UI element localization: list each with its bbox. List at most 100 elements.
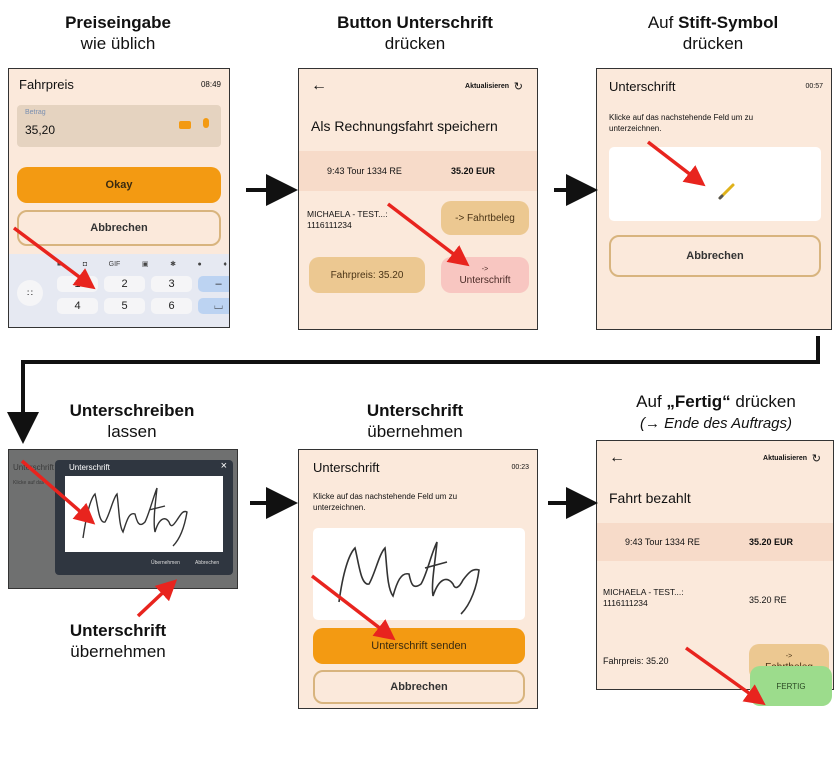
cancel-button[interactable]: Abbrechen (17, 210, 221, 246)
instruction-line2: unterzeichnen. (609, 124, 662, 133)
okay-button[interactable]: Okay (17, 167, 221, 203)
screen-heading: Als Rechnungsfahrt speichern (311, 118, 498, 134)
signature-pad[interactable] (609, 147, 821, 221)
key-4[interactable]: 4 (57, 298, 98, 314)
caption-step4: Unterschreiben lassen (22, 400, 242, 442)
send-signature-button[interactable]: Unterschrift senden (313, 628, 525, 664)
caption-step3-normal: drücken (682, 34, 744, 53)
customer-name: MICHAELA - TEST...: (307, 209, 388, 219)
gear-icon[interactable]: ✱ (170, 261, 176, 268)
tour-row: 9:43 Tour 1334 RE 35.20 EUR (597, 523, 833, 561)
signature-drawing (338, 541, 480, 615)
screen-fahrt-bezahlt: ← Aktualisieren ↻ Fahrt bezahlt 9:43 Tou… (596, 440, 834, 690)
cancel-button[interactable]: Abbrechen (313, 670, 525, 704)
screen-unterschrift-empty: Unterschrift 00:57 Klicke auf das nachst… (596, 68, 832, 330)
refresh-icon[interactable]: ↻ (811, 453, 821, 465)
fahrtbeleg-button[interactable]: -> Fahrtbeleg (441, 201, 529, 235)
caption-step4-normal: lassen (107, 422, 157, 441)
background-title: Unterschrift (13, 463, 54, 472)
instruction-line2: unterzeichnen. (313, 503, 366, 512)
clipboard-icon[interactable]: ▣ (141, 261, 149, 268)
key-space[interactable]: ⌴ (198, 298, 229, 314)
instruction-line1: Klicke auf das nachstehende Feld um zu (609, 113, 754, 122)
car-icon (179, 121, 191, 129)
keyboard-row-1: 1 2 3 – (57, 276, 229, 292)
tour-label: 9:43 Tour 1334 RE (625, 537, 700, 547)
caption-step3-prefix: Auf (647, 13, 679, 32)
unterschrift-button-arrow: -> (481, 266, 489, 273)
pen-icon[interactable] (717, 181, 737, 201)
customer-id: 1116111234 (603, 598, 648, 608)
screen-rechnungsfahrt: ← Aktualisieren ↻ Als Rechnungsfahrt spe… (298, 68, 538, 330)
signature-pad[interactable] (313, 528, 525, 620)
close-icon[interactable]: × (220, 460, 227, 472)
price-input[interactable]: Betrag 35,20 (17, 105, 221, 147)
back-icon[interactable]: ← (609, 449, 625, 466)
unterschrift-button-label: Unterschrift (459, 275, 511, 286)
emoji-key[interactable]: ∷ (17, 280, 43, 306)
tour-row: 9:43 Tour 1334 RE 35.20 EUR (299, 151, 537, 191)
clock: 00:23 (511, 464, 529, 471)
caption-step4-note: Unterschrift übernehmen (8, 620, 228, 662)
screen-unterschrift-signed: Unterschrift 00:23 Klicke auf das nachst… (298, 449, 538, 709)
keyboard-row-2: 4 5 6 ⌴ (57, 298, 229, 314)
key-5[interactable]: 5 (104, 298, 145, 314)
screen-fahrpreis: Fahrpreis 08:49 Betrag 35,20 Okay Abbrec… (8, 68, 230, 328)
clock: 00:57 (805, 83, 823, 90)
key-2[interactable]: 2 (104, 276, 145, 292)
caption-step1: Preiseingabe wie üblich (8, 12, 228, 54)
screen-heading: Fahrt bezahlt (609, 490, 691, 506)
customer-name: MICHAELA - TEST...: (603, 587, 684, 597)
instruction-line1: Klicke auf das nachstehende Feld um zu (313, 492, 458, 501)
caption-step6: Auf „Fertig“ drücken (→ Ende des Auftrag… (596, 391, 836, 434)
tour-label: 9:43 Tour 1334 RE (327, 166, 402, 176)
signature-drawing (82, 487, 188, 547)
caption-step6-suffix: drücken (730, 392, 796, 411)
caption-step5-bold: Unterschrift (366, 401, 464, 420)
caption-step6-bold: „Fertig“ (666, 392, 731, 411)
refresh-icon[interactable]: ↻ (513, 81, 523, 93)
signature-pad[interactable] (65, 476, 223, 552)
key-6[interactable]: 6 (151, 298, 192, 314)
caption-step4-note-bold: Unterschrift (69, 621, 167, 640)
mic-icon[interactable]: ♦ (223, 260, 227, 268)
tour-amount: 35.20 EUR (749, 537, 794, 547)
caption-step6-italic: (→ Ende des Auftrags) (639, 415, 792, 432)
cancel-button[interactable]: Abbrechen (609, 235, 821, 277)
back-icon[interactable]: ← (311, 77, 327, 94)
grid-icon[interactable]: ■ (57, 260, 62, 268)
sticker-icon[interactable]: ◘ (82, 260, 88, 268)
clock: 08:49 (200, 80, 221, 89)
palette-icon[interactable]: ● (197, 260, 202, 268)
fahrpreis-button[interactable]: Fahrpreis: 35.20 (309, 257, 425, 293)
caption-step3-bold: Stift-Symbol (678, 13, 779, 32)
customer-id: 1116111234 (307, 220, 352, 230)
caption-step2-bold: Button Unterschrift (337, 13, 493, 32)
unterschrift-button[interactable]: -> Unterschrift (441, 257, 529, 293)
caption-step4-bold: Unterschreiben (69, 401, 195, 420)
mic-icon[interactable] (203, 118, 209, 128)
price-input-label: Betrag (25, 109, 46, 116)
gif-icon[interactable]: GIF (108, 260, 121, 268)
key-3[interactable]: 3 (151, 276, 192, 292)
caption-step6-prefix: Auf (636, 392, 667, 411)
caption-step1-bold: Preiseingabe (65, 13, 171, 32)
key-1[interactable]: 1 (57, 276, 98, 292)
fertig-button[interactable]: FERTIG (750, 666, 832, 706)
page-title: Fahrpreis (19, 77, 74, 92)
abort-button[interactable]: Abbrechen (195, 560, 220, 566)
caption-step4-note-normal: übernehmen (70, 642, 166, 661)
tour-amount: 35.20 EUR (451, 166, 496, 176)
price-input-value: 35,20 (25, 123, 56, 137)
refresh-label[interactable]: Aktualisieren (763, 455, 807, 462)
key-minus[interactable]: – (198, 276, 229, 292)
signature-dialog: Unterschrift × Übernehmen Abbrechen (55, 460, 233, 575)
caption-step5: Unterschrift übernehmen (300, 400, 530, 442)
fahrtbeleg-button-arrow: -> (785, 653, 793, 660)
accept-button[interactable]: Übernehmen (151, 560, 180, 566)
refresh-label[interactable]: Aktualisieren (465, 83, 509, 90)
caption-step2-normal: drücken (384, 34, 446, 53)
keyboard: ■ ◘ GIF ▣ ✱ ● ♦ ∷ 1 2 3 – 4 5 6 ⌴ (9, 254, 229, 327)
dialog-title: Unterschrift (69, 463, 110, 472)
amount-re: 35.20 RE (749, 595, 787, 605)
